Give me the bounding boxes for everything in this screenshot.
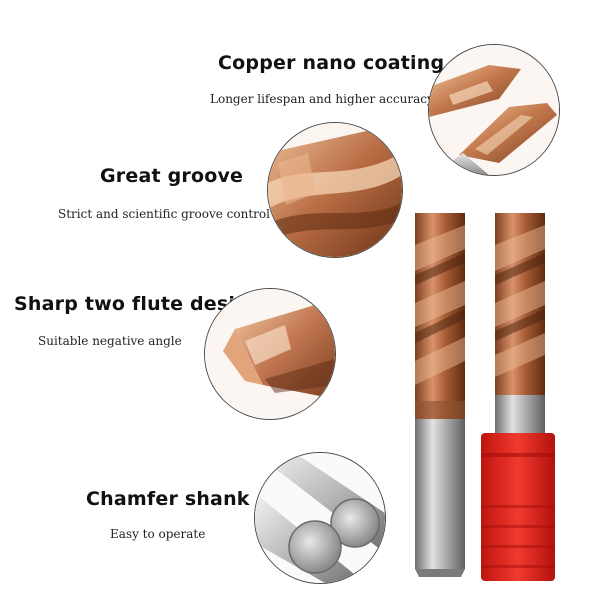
shank-ends-closeup-image bbox=[254, 452, 386, 584]
feature-subtitle-two-flute: Suitable negative angle bbox=[38, 334, 182, 348]
feature-subtitle-great-groove: Strict and scientific groove control bbox=[58, 207, 270, 221]
feature-title-great-groove: Great groove bbox=[100, 165, 244, 187]
feature-subtitle-chamfer-shank: Easy to operate bbox=[110, 527, 206, 541]
feature-title-chamfer-shank: Chamfer shank bbox=[86, 488, 250, 510]
groove-closeup-image bbox=[267, 122, 403, 258]
coated-tips-closeup-image bbox=[428, 44, 560, 176]
feature-subtitle-copper-coating: Longer lifespan and higher accuracy bbox=[210, 92, 434, 106]
feature-title-copper-coating: Copper nano coating bbox=[218, 52, 445, 74]
end-mills-product-image bbox=[395, 205, 585, 589]
cutting-tip-closeup-image bbox=[204, 288, 336, 420]
feature-title-two-flute: Sharp two flute design bbox=[14, 293, 263, 315]
